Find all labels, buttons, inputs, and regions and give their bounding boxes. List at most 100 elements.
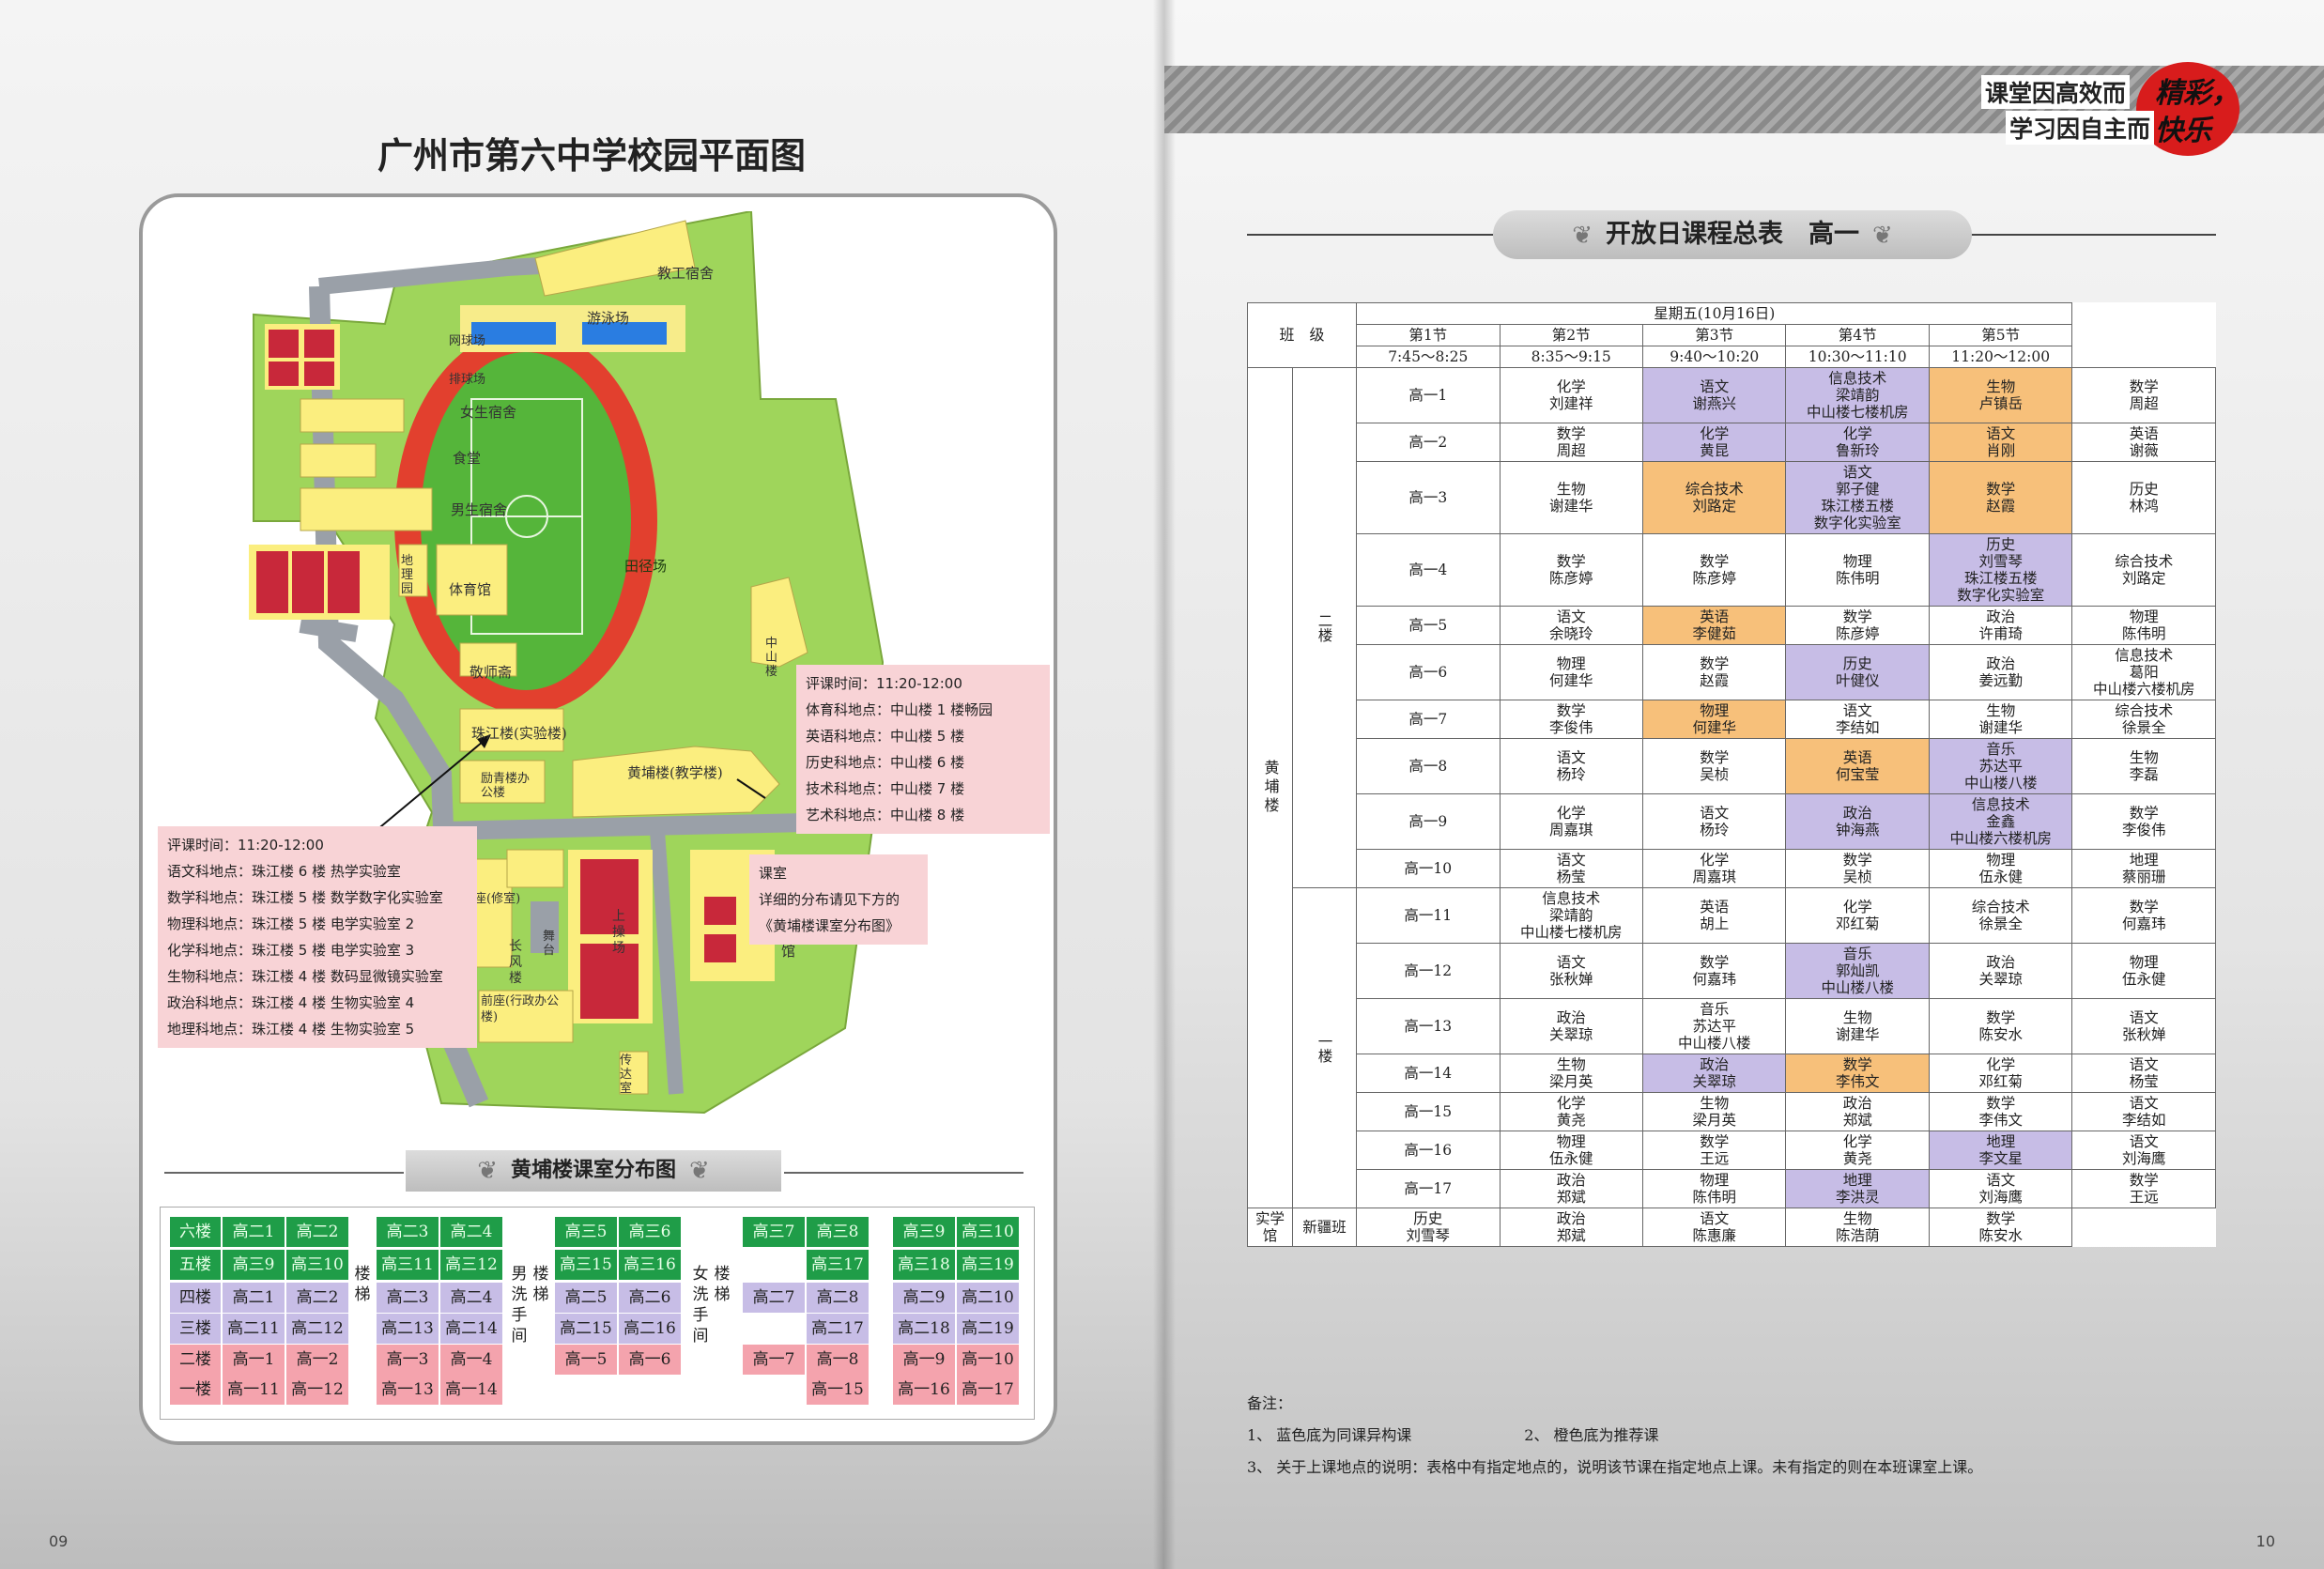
lesson-cell: 化学黄尧 [1499, 1092, 1643, 1131]
building-cell: 黄埔楼 [1247, 367, 1293, 1208]
time-header: 7:45～8:25 [1356, 346, 1501, 368]
classroom-cell: 高一5 [555, 1345, 617, 1375]
lesson-cell: 语文谢燕兴 [1641, 367, 1787, 423]
label-badminton: 排球场 [449, 373, 486, 387]
header-row: 第1节第2节第3节第4节第5节 [1248, 324, 2216, 346]
lesson-cell: 英语谢薇 [2071, 423, 2216, 462]
callout-line: 生物科地点：珠江楼 4 楼 数码显微镜实验室 [167, 968, 443, 985]
floor-level-label: 四楼 [170, 1283, 221, 1313]
class-cell: 高一12 [1356, 943, 1501, 999]
classroom-cell: 高三11 [377, 1250, 439, 1280]
lesson-cell: 历史刘雪琴珠江楼五楼数字化实验室 [1928, 533, 2073, 607]
slogan-line-2: 学习因自主而 [2006, 111, 2155, 145]
lesson-cell: 语文余晓玲 [1499, 606, 1643, 645]
table-row: 实学馆新疆班历史刘雪琴政治郑斌语文陈惠廉生物陈浩荫数学陈安水 [1247, 1208, 2216, 1247]
lesson-cell: 综合技术徐景全 [2071, 700, 2216, 739]
classroom-cell: 高一8 [807, 1345, 869, 1375]
lesson-cell: 地理李洪灵 [1785, 1169, 1930, 1208]
classroom-cell: 高三9 [893, 1217, 955, 1247]
class-cell: 高一13 [1356, 998, 1501, 1054]
lesson-cell: 化学邓红菊 [1785, 887, 1930, 944]
lesson-cell: 政治郑斌 [1499, 1208, 1643, 1247]
label-front: 前座(行政办公楼) [481, 994, 560, 1024]
lesson-cell: 数学吴桢 [1785, 849, 1930, 888]
lesson-cell: 物理伍永健 [1499, 1131, 1643, 1170]
classroom-cell: 高一11 [223, 1375, 285, 1405]
lesson-cell: 数学李伟文 [1928, 1092, 2073, 1131]
lesson-cell: 语文刘海鹰 [1928, 1169, 2073, 1208]
lesson-cell: 数学吴桢 [1641, 738, 1787, 794]
slogan-calligraphy: 精彩，快乐 [2155, 77, 2239, 147]
lesson-cell: 数学周超 [2071, 367, 2216, 423]
classroom-cell [619, 1375, 681, 1405]
classroom-cell: 高二13 [377, 1314, 439, 1344]
class-cell: 高一11 [1356, 887, 1501, 944]
classroom-cell: 高二18 [893, 1314, 955, 1344]
lesson-cell: 化学刘建祥 [1499, 367, 1643, 423]
classroom-cell: 高一2 [286, 1345, 348, 1375]
label-gate: 传达室 [620, 1054, 633, 1096]
label-huangpu: 黄埔楼(教学楼) [627, 764, 723, 781]
ornament-icon: ❦ [1572, 221, 1593, 250]
lesson-cell: 数学何嘉玮 [1641, 943, 1787, 999]
field-grass [421, 352, 631, 690]
floor-cell: 二楼 [1291, 367, 1358, 888]
campus-road [440, 812, 846, 840]
lesson-cell: 政治钟海燕 [1785, 793, 1930, 850]
stairs-label: 楼梯 [714, 1265, 731, 1304]
callout-line: 历史科地点：中山楼 6 楼 [806, 754, 965, 771]
callout-zhujiang: 评课时间：11:20-12:00 语文科地点：珠江楼 6 楼 热学实验室 数学科… [158, 826, 477, 1048]
callout-line: 《黄埔楼课室分布图》 [759, 917, 900, 934]
lesson-cell: 综合技术刘路定 [1641, 461, 1787, 534]
gym [436, 544, 508, 616]
notes-title: 备注： [1247, 1394, 1293, 1412]
classroom-cell: 高二4 [440, 1283, 502, 1313]
classroom-cell: 高二15 [555, 1314, 617, 1344]
period-header: 第1节 [1356, 324, 1501, 346]
ornament-icon: ❦ [689, 1157, 710, 1185]
schedule-title: 开放日课程总表 高一 [1606, 220, 1859, 249]
callout-line: 体育科地点：中山楼 1 楼畅园 [806, 701, 993, 718]
classroom-cell: 高一4 [440, 1345, 502, 1375]
lesson-cell: 地理李文星 [1928, 1131, 2073, 1170]
classroom-cell: 高二8 [807, 1283, 869, 1313]
lesson-cell: 化学周嘉琪 [1499, 793, 1643, 850]
label-hall: 馆 [781, 943, 796, 960]
callout-line: 课室 [759, 865, 788, 882]
classroom-cell: 高二1 [223, 1283, 285, 1313]
class-header: 班 级 [1246, 302, 1358, 368]
classroom-cell: 高一13 [377, 1375, 439, 1405]
class-cell: 高一2 [1356, 423, 1501, 462]
lesson-cell: 音乐苏达平中山楼八楼 [1928, 738, 2073, 794]
floor-cell: 一楼 [1291, 887, 1358, 1208]
classroom-cell: 高三9 [223, 1250, 285, 1280]
page-number-left: 09 [49, 1532, 69, 1550]
classroom-cell: 高二7 [743, 1283, 805, 1313]
lesson-cell: 政治郑斌 [1785, 1092, 1930, 1131]
class-cell: 新疆班 [1291, 1208, 1358, 1247]
lesson-cell: 语文肖刚 [1928, 423, 2073, 462]
campus-road [650, 830, 684, 1095]
classroom-cell: 高三5 [555, 1217, 617, 1247]
lesson-cell: 数学何嘉玮 [2071, 887, 2216, 944]
lesson-cell: 数学陈安水 [1928, 998, 2073, 1054]
label-lizhi: 励青楼办公楼 [481, 772, 531, 800]
note-1: 1、 蓝色底为同课异构课 [1247, 1426, 1412, 1444]
lesson-cell: 信息技术金鑫中山楼六楼机房 [1928, 793, 2073, 850]
slogan: 课堂因高效而 学习因自主而 精彩，快乐 [1972, 62, 2263, 156]
canteen [300, 443, 377, 478]
classroom-cell: 高二14 [440, 1314, 502, 1344]
classroom-cell: 高二1 [223, 1217, 285, 1247]
label-geo-garden: 地理园 [401, 554, 414, 596]
class-cell: 高一5 [1356, 606, 1501, 645]
lesson-cell: 语文陈惠廉 [1641, 1208, 1787, 1247]
